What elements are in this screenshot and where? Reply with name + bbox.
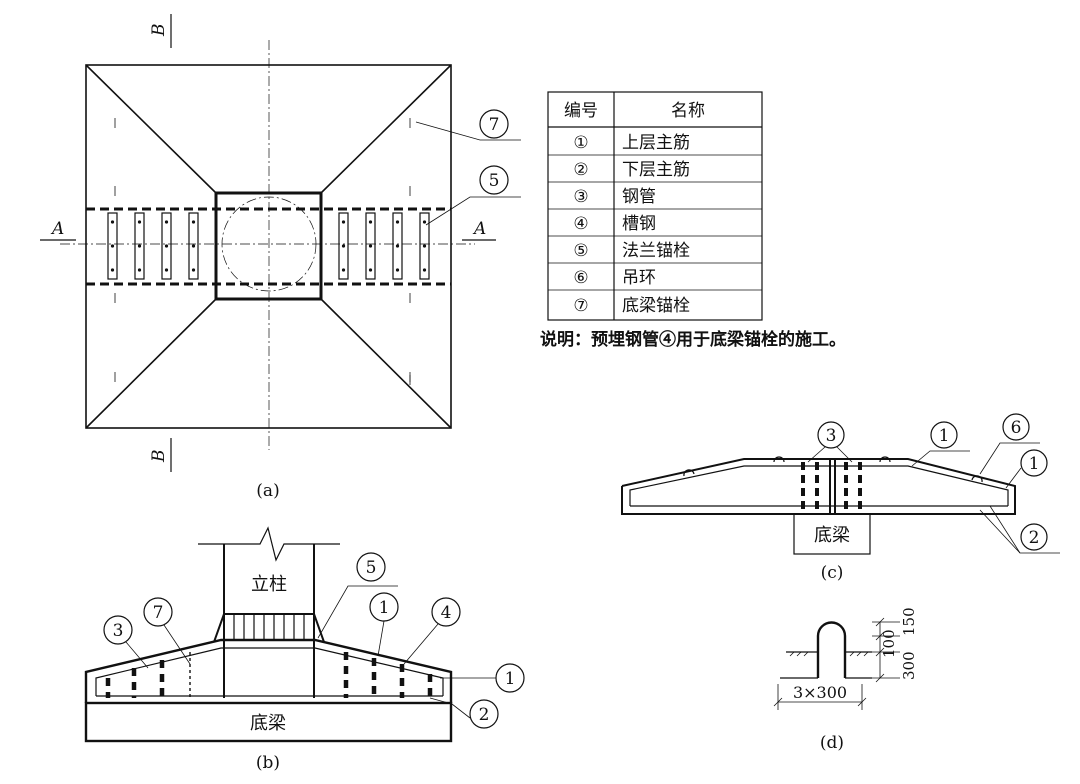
flange-plate [213, 613, 325, 643]
legend-row-name: 底梁锚栓 [622, 296, 690, 316]
callout-circle [930, 421, 958, 449]
section-view-b: 底梁 立柱 3 [84, 526, 525, 773]
diagonal-tr [320, 64, 452, 194]
detail-view-d: 3×300 100 300 150 (d) [773, 607, 918, 753]
diagonal-tl [85, 64, 217, 194]
callout-circle [143, 597, 173, 627]
callout-circle [1020, 523, 1048, 551]
base-beam-c [793, 513, 871, 555]
steel-tubes-c [801, 462, 862, 512]
callout-circle [431, 597, 461, 627]
callout-5-label: 5 [489, 171, 500, 191]
legend-header-number: 编号 [564, 101, 598, 121]
callout-2-c: 2 [1029, 528, 1040, 548]
legend-header-name: 名称 [671, 101, 705, 121]
upper-rebar-b [95, 647, 444, 696]
callout-7-b: 7 [153, 603, 164, 623]
legend-row-name: 下层主筋 [622, 160, 690, 180]
section-b-bottom-label: B [149, 450, 169, 464]
callout-1a-c: 1 [939, 426, 950, 446]
legend-row-name: 槽钢 [622, 214, 656, 234]
legend-row-number: ⑥ [573, 268, 588, 288]
diagonal-br [320, 298, 452, 429]
column-break-line [198, 526, 340, 562]
base-beam-b [84, 701, 453, 743]
footing-outline-c [621, 458, 1016, 515]
plan-view-a: A A B B 7 5 (a) [40, 14, 521, 501]
legend-row-name: 上层主筋 [622, 133, 690, 153]
legend-row-number: ① [573, 133, 588, 153]
callout-7-circle [479, 109, 509, 139]
callout-1a-b: 1 [379, 598, 390, 618]
callout-circle [103, 615, 133, 645]
anchor-plates-right [338, 212, 430, 280]
legend-row-number: ⑦ [573, 296, 588, 316]
callout-6-c: 6 [1011, 418, 1022, 438]
upper-rebar-c [629, 465, 1009, 506]
section-b-top-label: B [149, 24, 169, 38]
diagonal-bl [85, 298, 217, 429]
column-label: 立柱 [251, 574, 287, 595]
lifting-ring-shape [816, 621, 847, 678]
dim-100-label: 100 [880, 629, 898, 658]
callout-circle [469, 699, 499, 729]
section-view-c: 底梁 3 1 6 1 2 (c) [621, 413, 1060, 583]
ground-hatch [789, 651, 869, 657]
callout-1b-c: 1 [1029, 454, 1040, 474]
dim-300-label: 300 [900, 651, 918, 680]
section-a-right-label: A [472, 219, 486, 239]
callout-2-b: 2 [479, 705, 490, 725]
legend-row-number: ③ [573, 187, 588, 207]
callout-5-b: 5 [366, 558, 377, 578]
anchor-plates-left [107, 212, 199, 280]
section-a-left-label: A [50, 219, 64, 239]
footing-outline-b [84, 638, 453, 703]
callout-1b-b: 1 [505, 669, 516, 689]
caption-d: (d) [820, 733, 844, 753]
callout-5-circle [479, 165, 509, 195]
legend-row-number: ④ [573, 214, 588, 234]
dim-width-label: 3×300 [793, 683, 847, 702]
callout-7-leader [415, 121, 521, 141]
legend-row-number: ② [573, 160, 588, 180]
callout-circle [1002, 413, 1030, 441]
callout-3-c: 3 [826, 426, 837, 446]
base-beam-label-c: 底梁 [814, 525, 850, 546]
column-base-square [214, 191, 323, 301]
callout-7-label: 7 [489, 115, 500, 135]
legend-row-number: ⑤ [573, 241, 588, 261]
callout-4-b: 4 [441, 603, 452, 623]
callout-circle [356, 552, 386, 582]
base-beam-label-b: 底梁 [250, 713, 286, 734]
callout-5-leader [425, 196, 521, 226]
plan-outline [85, 64, 452, 429]
flange-ribs [233, 614, 305, 640]
caption-b: (b) [256, 753, 280, 773]
caption-c: (c) [821, 563, 844, 583]
steel-tubes-b [105, 652, 433, 698]
legend-row-name: 法兰锚栓 [622, 241, 690, 261]
callout-circle [1020, 449, 1048, 477]
legend-table: 编号 名称 ① 上层主筋 ② 下层主筋 ③ 钢管 ④ 槽钢 ⑤ 法兰锚栓 ⑥ 吊… [540, 91, 846, 350]
caption-a: (a) [256, 481, 279, 501]
callout-3-b: 3 [113, 621, 124, 641]
legend-row-name: 钢管 [622, 187, 656, 207]
legend-border [547, 91, 763, 321]
dim-150-label: 150 [900, 607, 918, 636]
lifting-rings-c [683, 456, 983, 483]
legend-row-name: 吊环 [622, 268, 656, 288]
legend-note: 说明：预埋钢管④用于底梁锚栓的施工。 [540, 329, 846, 350]
callout-circle [817, 421, 845, 449]
